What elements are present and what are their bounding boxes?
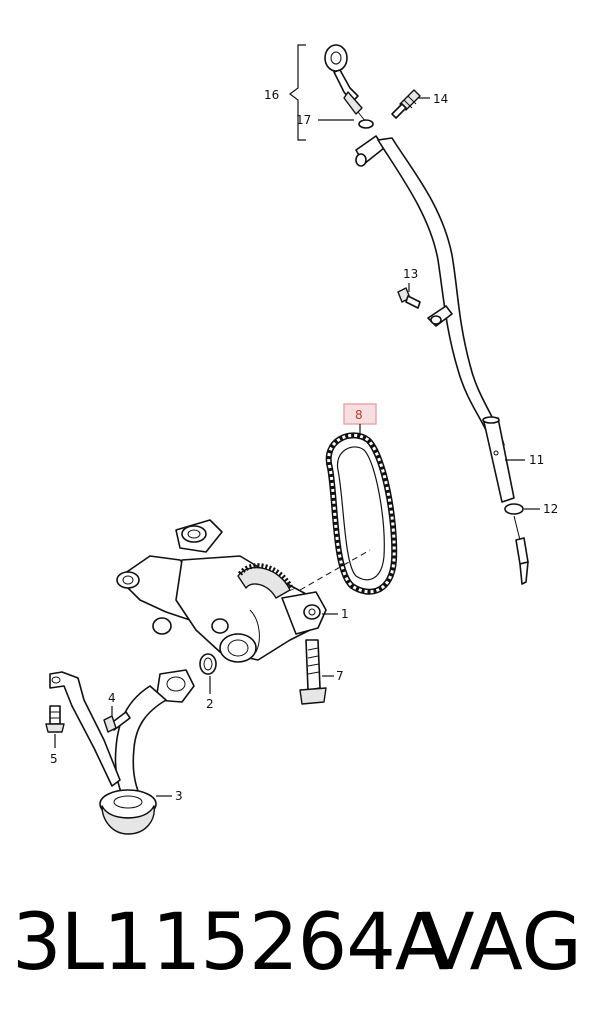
callout-4: 4	[108, 691, 116, 705]
part-number: 3L115264A	[12, 898, 448, 988]
callout-2: 2	[206, 697, 214, 711]
pipe-support-bracket	[49, 671, 121, 787]
callout-1: 1	[341, 607, 349, 621]
footer: 3L115264A VAG	[0, 888, 600, 998]
dipstick-handle	[324, 44, 367, 123]
callout-12: 12	[543, 502, 558, 516]
bolt-13	[397, 287, 421, 309]
toothed-belt	[325, 432, 398, 595]
bolt-5	[45, 705, 65, 733]
o-ring-2	[199, 653, 217, 675]
callout-8: 8	[355, 408, 363, 422]
oil-level-sensor	[391, 89, 421, 119]
callout-3: 3	[175, 789, 183, 803]
parts-diagram: 16 17 14 13 11 12 8 1 2 7 4 5 3	[45, 44, 558, 835]
dipstick-tip	[513, 515, 529, 585]
callout-7: 7	[336, 669, 344, 683]
dipstick-guide-tube	[355, 135, 515, 503]
callout-5: 5	[50, 752, 58, 766]
bolt-7	[299, 639, 327, 705]
tube-bracket	[427, 305, 453, 327]
callout-11: 11	[529, 453, 544, 467]
callout-14: 14	[433, 92, 448, 106]
o-ring-12	[504, 503, 524, 515]
oil-pump	[116, 519, 327, 663]
callout-17: 17	[296, 113, 311, 127]
o-ring-17	[358, 119, 374, 129]
brand-name: VAG	[421, 898, 582, 988]
bolt-4	[103, 711, 131, 733]
callout-13: 13	[403, 267, 418, 281]
callout-16: 16	[264, 88, 279, 102]
